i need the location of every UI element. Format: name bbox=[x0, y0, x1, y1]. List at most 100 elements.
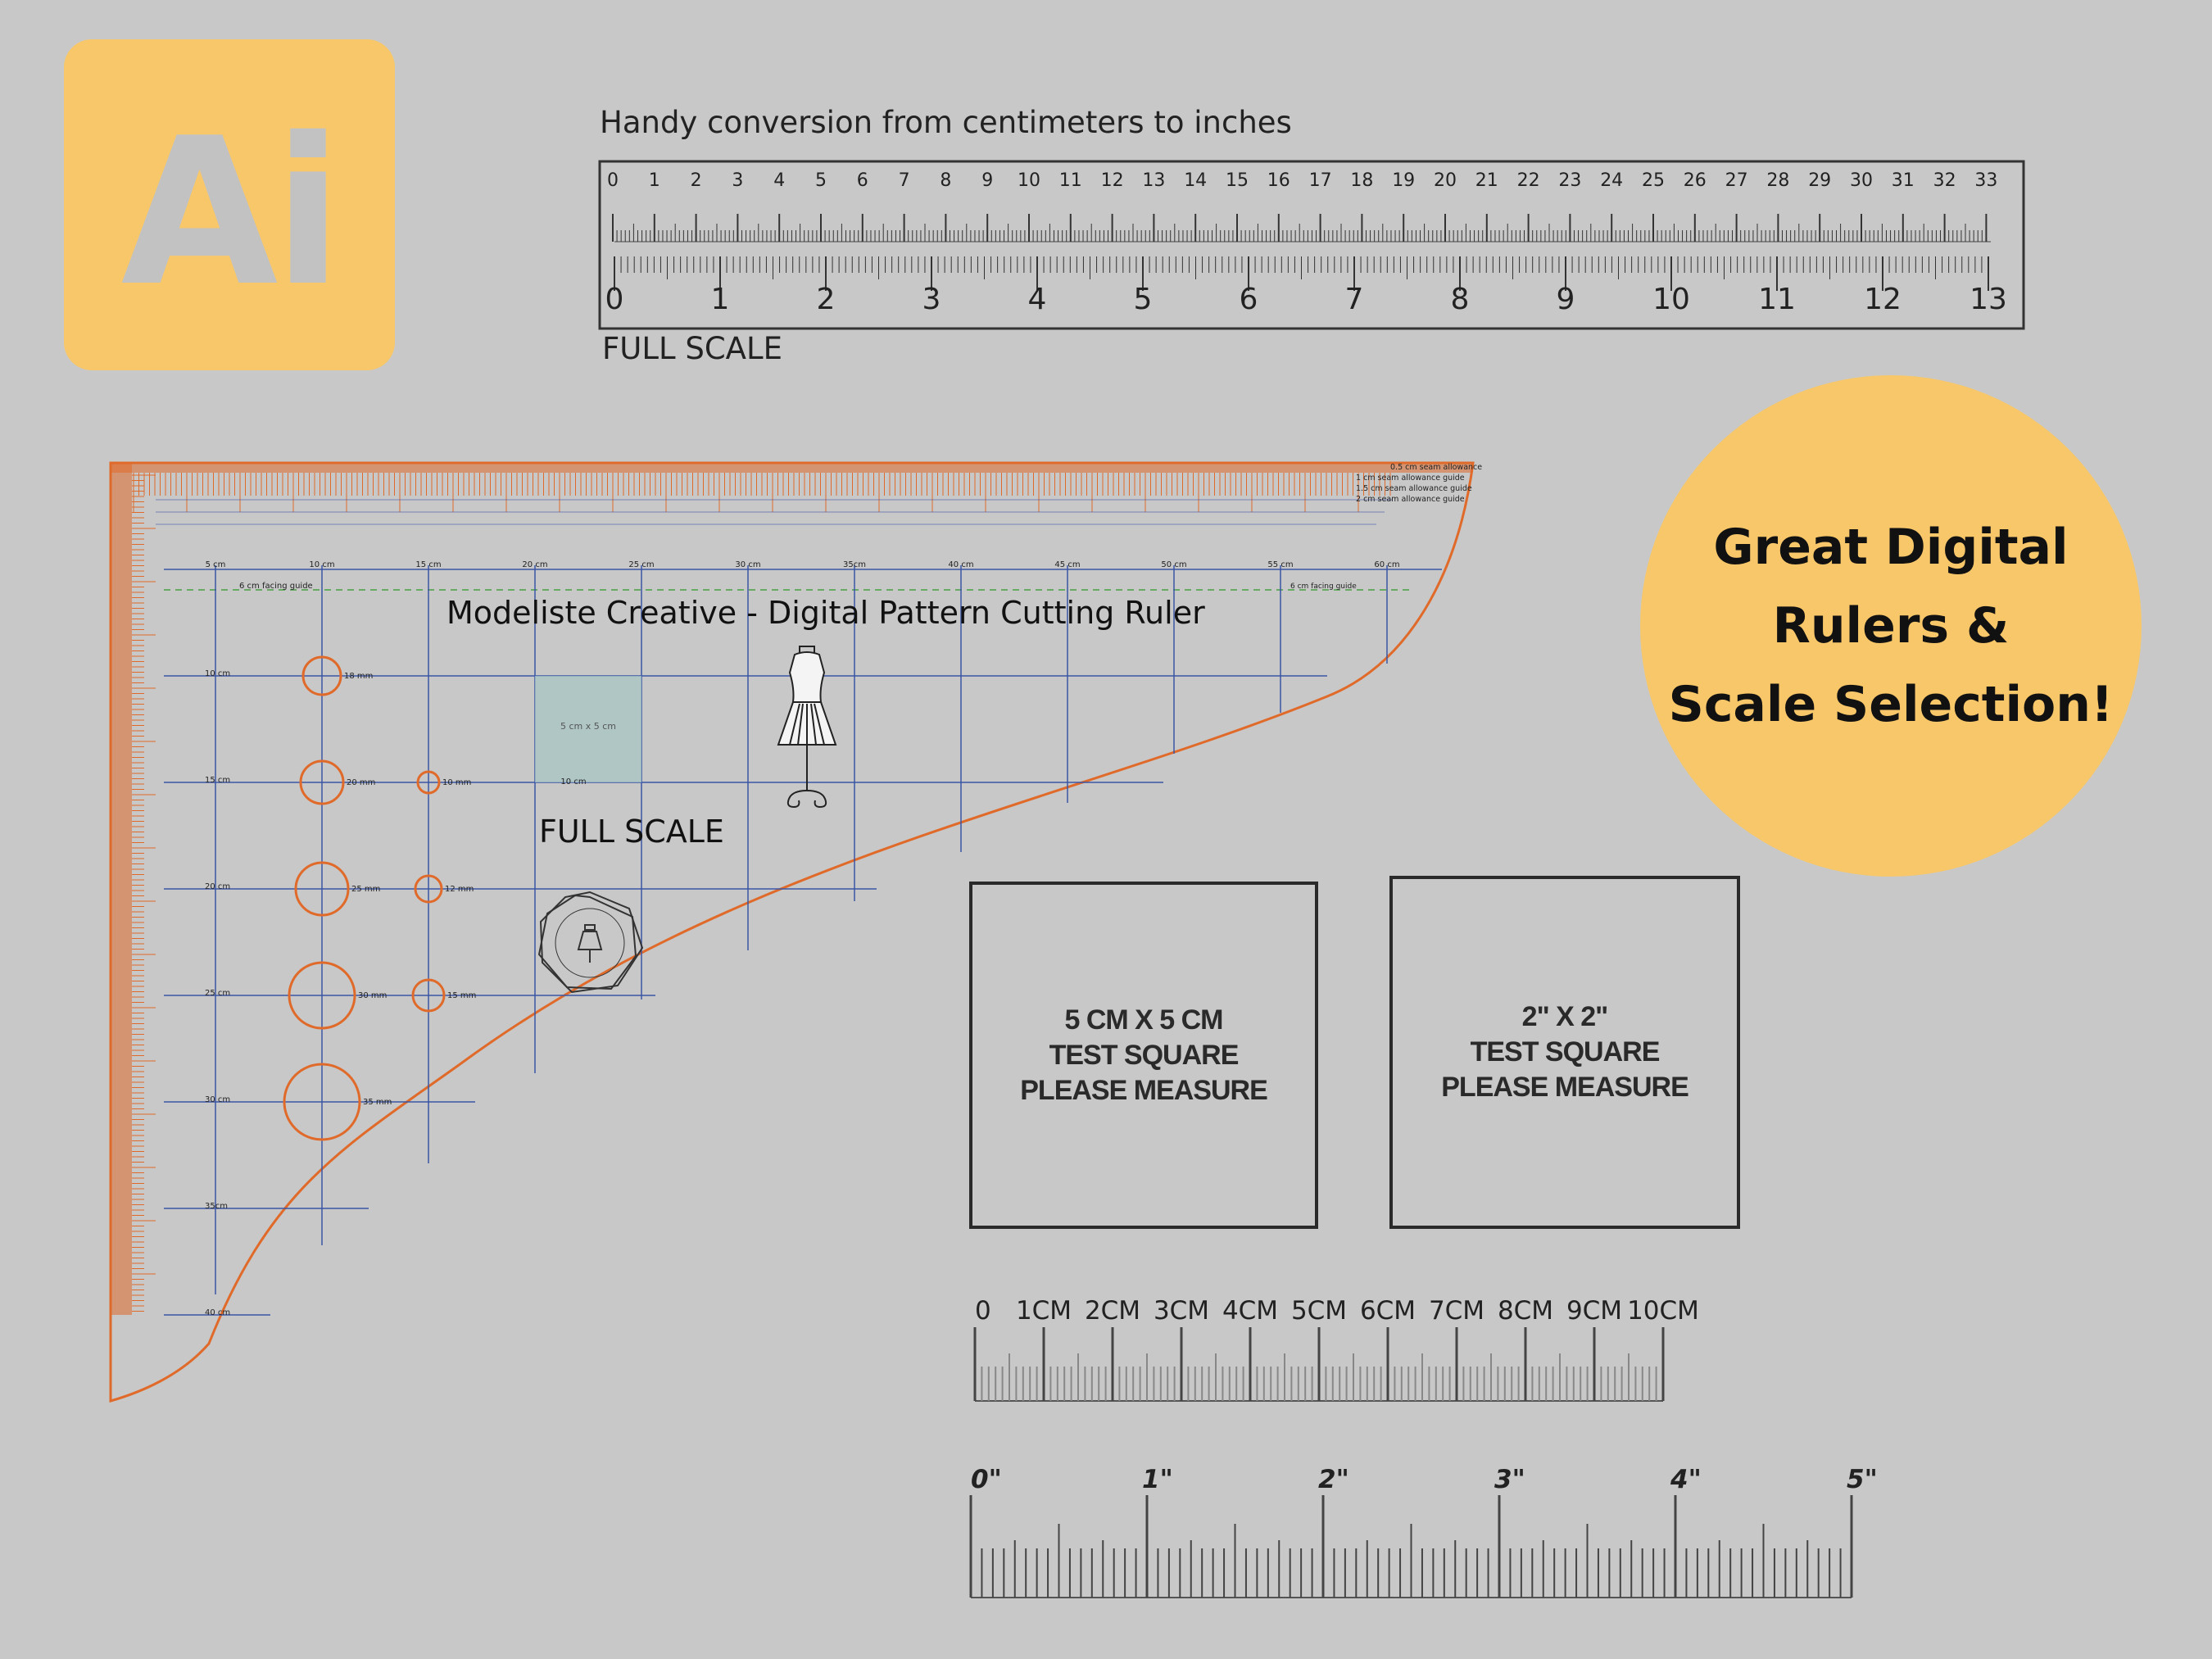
left-cm-label: 20 cm bbox=[205, 882, 230, 891]
left-cm-label: 10 cm bbox=[205, 669, 230, 678]
inch-tick-label: 6 bbox=[1240, 283, 1258, 316]
circle-size-label: 35 mm bbox=[363, 1098, 392, 1107]
top-cm-label: 25 cm bbox=[628, 560, 654, 569]
cm-ruler-label: 8CM bbox=[1498, 1296, 1553, 1326]
cm-ruler-label: 6CM bbox=[1360, 1296, 1416, 1326]
conversion-scale-label: FULL SCALE bbox=[602, 331, 782, 366]
top-cm-label: 15 cm bbox=[415, 560, 441, 569]
cm-tick-label: 24 bbox=[1600, 170, 1623, 191]
test-square-cm: 5 CM X 5 CM TEST SQUARE PLEASE MEASURE bbox=[969, 882, 1318, 1229]
cm-tick-label: 21 bbox=[1475, 170, 1498, 191]
cm-tick-label: 28 bbox=[1766, 170, 1789, 191]
badge-line: Great Digital bbox=[1713, 519, 2069, 576]
reference-square bbox=[535, 676, 641, 782]
inch-ruler-label: 3" bbox=[1494, 1465, 1525, 1494]
cm-tick-label: 3 bbox=[732, 170, 743, 191]
test-square-line: PLEASE MEASURE bbox=[1441, 1072, 1688, 1103]
inch-ruler-label: 2" bbox=[1318, 1465, 1349, 1494]
badge-text: Great Digital Rulers & Scale Selection! bbox=[1669, 508, 2114, 744]
facing-guide-label: 6 cm facing guide bbox=[1290, 582, 1357, 591]
left-cm-label: 15 cm bbox=[205, 776, 230, 785]
cm-tick-label: 4 bbox=[773, 170, 785, 191]
inch-tick-label: 2 bbox=[817, 283, 836, 316]
inch-ruler-label: 5" bbox=[1847, 1465, 1878, 1494]
test-square-inch: 2" X 2" TEST SQUARE PLEASE MEASURE bbox=[1389, 876, 1740, 1229]
left-edge-band bbox=[111, 463, 132, 1315]
circle-size-label: 30 mm bbox=[358, 991, 387, 1000]
test-square-line: TEST SQUARE bbox=[1470, 1036, 1661, 1067]
test-square-line: 2" X 2" bbox=[1521, 1001, 1609, 1032]
inch-tick-label: 11 bbox=[1758, 283, 1796, 316]
cm-ruler-label: 1CM bbox=[1016, 1296, 1072, 1326]
circle-size-label: 25 mm bbox=[351, 885, 380, 894]
badge-line: Scale Selection! bbox=[1668, 676, 2114, 733]
cm-tick-label: 9 bbox=[981, 170, 993, 191]
inch-tick-label: 3 bbox=[922, 283, 941, 316]
cm-tick-label: 2 bbox=[691, 170, 702, 191]
inch-tick-label: 10 bbox=[1652, 283, 1690, 316]
inch-ruler-label: 0" bbox=[971, 1465, 1002, 1494]
cm-tick-label: 16 bbox=[1267, 170, 1290, 191]
cm-tick-label: 1 bbox=[649, 170, 660, 191]
inch-tick-label: 12 bbox=[1864, 283, 1902, 316]
hole-circle bbox=[294, 861, 350, 917]
ruler-frame bbox=[598, 160, 2025, 330]
illustrator-logo-icon: Ai bbox=[64, 39, 395, 370]
cm-tick-label: 29 bbox=[1808, 170, 1831, 191]
cm-tick-label: 31 bbox=[1892, 170, 1915, 191]
circle-size-label: 15 mm bbox=[447, 991, 476, 1000]
cm-tick-label: 27 bbox=[1725, 170, 1748, 191]
cm-tick-label: 17 bbox=[1309, 170, 1332, 191]
cm-tick-label: 25 bbox=[1642, 170, 1665, 191]
cm-tick-label: 22 bbox=[1517, 170, 1540, 191]
circle-size-label: 18 mm bbox=[344, 672, 373, 681]
top-cm-label: 50 cm bbox=[1161, 560, 1186, 569]
allowance-label: 0.5 cm seam allowance bbox=[1390, 463, 1482, 472]
hole-circle bbox=[414, 874, 443, 904]
promo-badge: Great Digital Rulers & Scale Selection! bbox=[1640, 375, 2142, 877]
top-cm-label: 5 cm bbox=[206, 560, 226, 569]
inch-ruler-label: 4" bbox=[1670, 1465, 1702, 1494]
left-cm-label: 25 cm bbox=[205, 989, 230, 998]
test-square-line: TEST SQUARE bbox=[1049, 1039, 1240, 1071]
conversion-title: Handy conversion from centimeters to inc… bbox=[600, 105, 1292, 140]
brand-seal-icon bbox=[537, 891, 644, 994]
logo-text: Ai bbox=[120, 95, 343, 331]
dress-form-icon bbox=[777, 646, 837, 809]
cm-tick-label: 10 bbox=[1018, 170, 1040, 191]
cm-ruler-label: 4CM bbox=[1222, 1296, 1278, 1326]
cm-tick-label: 6 bbox=[857, 170, 868, 191]
cm-ruler-label: 7CM bbox=[1429, 1296, 1484, 1326]
top-cm-label: 55 cm bbox=[1267, 560, 1293, 569]
test-square-line: PLEASE MEASURE bbox=[1020, 1074, 1267, 1106]
cm-ruler-label: 5CM bbox=[1291, 1296, 1347, 1326]
cm-tick-label: 5 bbox=[815, 170, 827, 191]
allowance-label: 2 cm seam allowance guide bbox=[1356, 495, 1465, 504]
inch-tick-label: 8 bbox=[1451, 283, 1470, 316]
cm-tick-label: 30 bbox=[1850, 170, 1873, 191]
cm-ruler-label: 0 bbox=[975, 1296, 991, 1326]
square-label: 5 cm x 5 cm bbox=[560, 721, 616, 732]
cm-tick-label: 7 bbox=[899, 170, 910, 191]
test-square-line: 5 CM X 5 CM bbox=[1064, 1004, 1223, 1036]
left-cm-label: 30 cm bbox=[205, 1095, 230, 1104]
cm-tick-label: 12 bbox=[1101, 170, 1124, 191]
cm-tick-label: 11 bbox=[1059, 170, 1082, 191]
inch-tick-label: 4 bbox=[1028, 283, 1047, 316]
top-edge-band bbox=[111, 463, 1473, 473]
left-cm-label: 40 cm bbox=[205, 1308, 230, 1317]
hole-circle bbox=[411, 978, 446, 1013]
circle-size-label: 10 mm bbox=[442, 778, 471, 787]
square-bottom-label: 10 cm bbox=[560, 777, 586, 786]
cm-tick-label: 32 bbox=[1933, 170, 1956, 191]
circle-size-label: 12 mm bbox=[445, 885, 474, 894]
top-cm-label: 60 cm bbox=[1374, 560, 1399, 569]
cm-tick-label: 26 bbox=[1684, 170, 1707, 191]
top-cm-label: 10 cm bbox=[309, 560, 334, 569]
cm-tick-label: 8 bbox=[940, 170, 951, 191]
hole-circle bbox=[416, 770, 441, 795]
top-cm-label: 40 cm bbox=[948, 560, 973, 569]
cm-ruler-label: 10CM bbox=[1627, 1296, 1699, 1326]
